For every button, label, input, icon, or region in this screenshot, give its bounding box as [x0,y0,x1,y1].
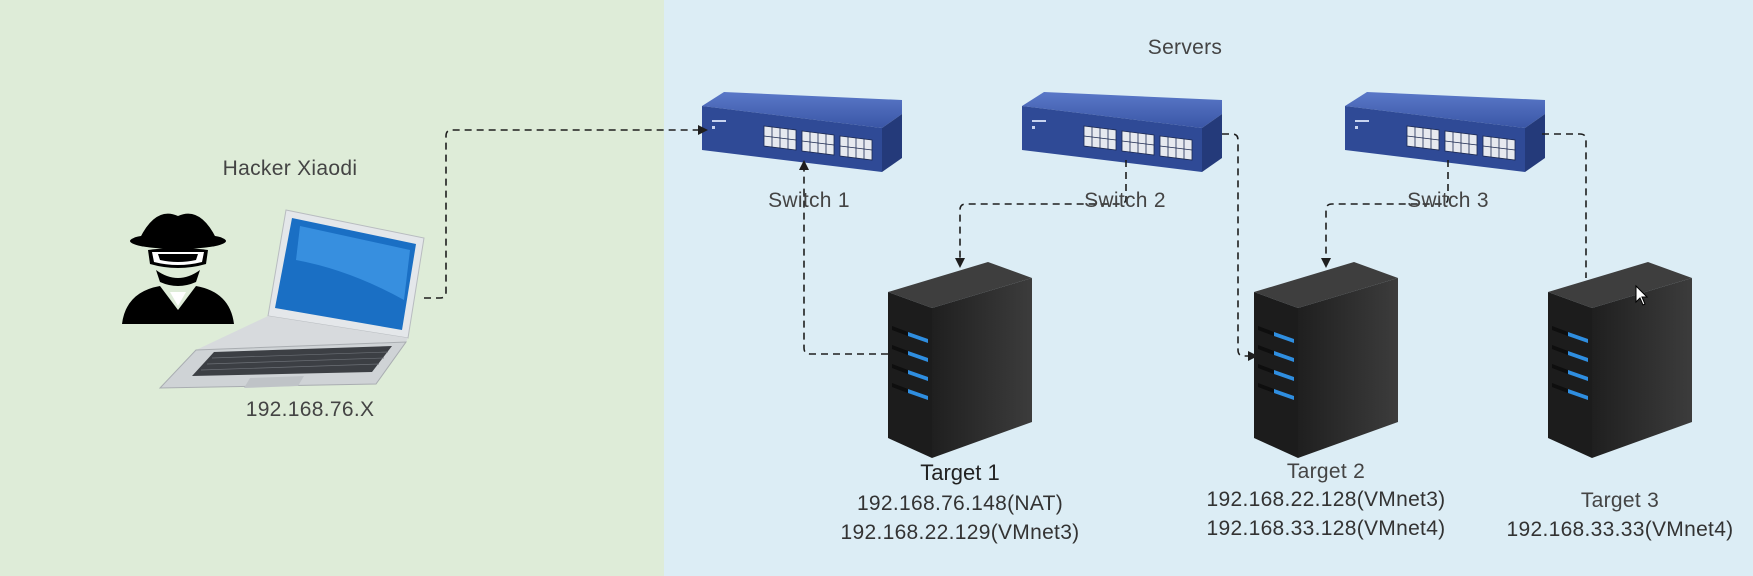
target-1-ips: 192.168.76.148(NAT) 192.168.22.129(VMnet… [810,489,1110,547]
servers-zone-title: Servers [1147,36,1223,59]
switch-1-device [701,91,903,173]
connector-switch2-target2 [1222,133,1258,361]
target-2-name: Target 2 [1286,460,1366,483]
target-2-ips: 192.168.22.128(VMnet3) 192.168.33.128(VM… [1176,485,1476,543]
connector-laptop-switch1 [424,125,708,299]
attacker-ip: 192.168.76.X [245,398,375,421]
connector-switch3-target2 [1321,160,1449,268]
switch-1-label: Switch 1 [768,189,850,212]
target-3-name: Target 3 [1580,489,1660,512]
attacker-name: Hacker Xiaodi [222,157,358,180]
hacker-icon [122,213,234,324]
connector-switch3-target3 [1542,133,1587,278]
target-2-ip-1: 192.168.22.128(VMnet3) [1206,488,1446,511]
target-2-ip-2: 192.168.33.128(VMnet4) [1206,517,1446,540]
target-2-server [1254,262,1398,458]
laptop-icon [158,209,425,389]
switch-3-label: Switch 3 [1407,189,1489,212]
target-1-server [888,262,1032,458]
target-1-ip-1: 192.168.76.148(NAT) [856,492,1064,515]
switch-2-label: Switch 2 [1084,189,1166,212]
connector-target1-switch1 [799,160,888,355]
target-1-name: Target 1 [920,460,1000,485]
target-3-server [1548,262,1692,458]
target-3-ips: 192.168.33.33(VMnet4) [1490,515,1750,544]
switch-3-device [1344,91,1546,173]
cursor-icon [1635,284,1649,306]
target-3-ip-1: 192.168.33.33(VMnet4) [1506,518,1734,541]
connector-switch2-target1 [955,160,1127,268]
switch-2-device [1021,91,1223,173]
target-1-ip-2: 192.168.22.129(VMnet3) [840,521,1080,544]
